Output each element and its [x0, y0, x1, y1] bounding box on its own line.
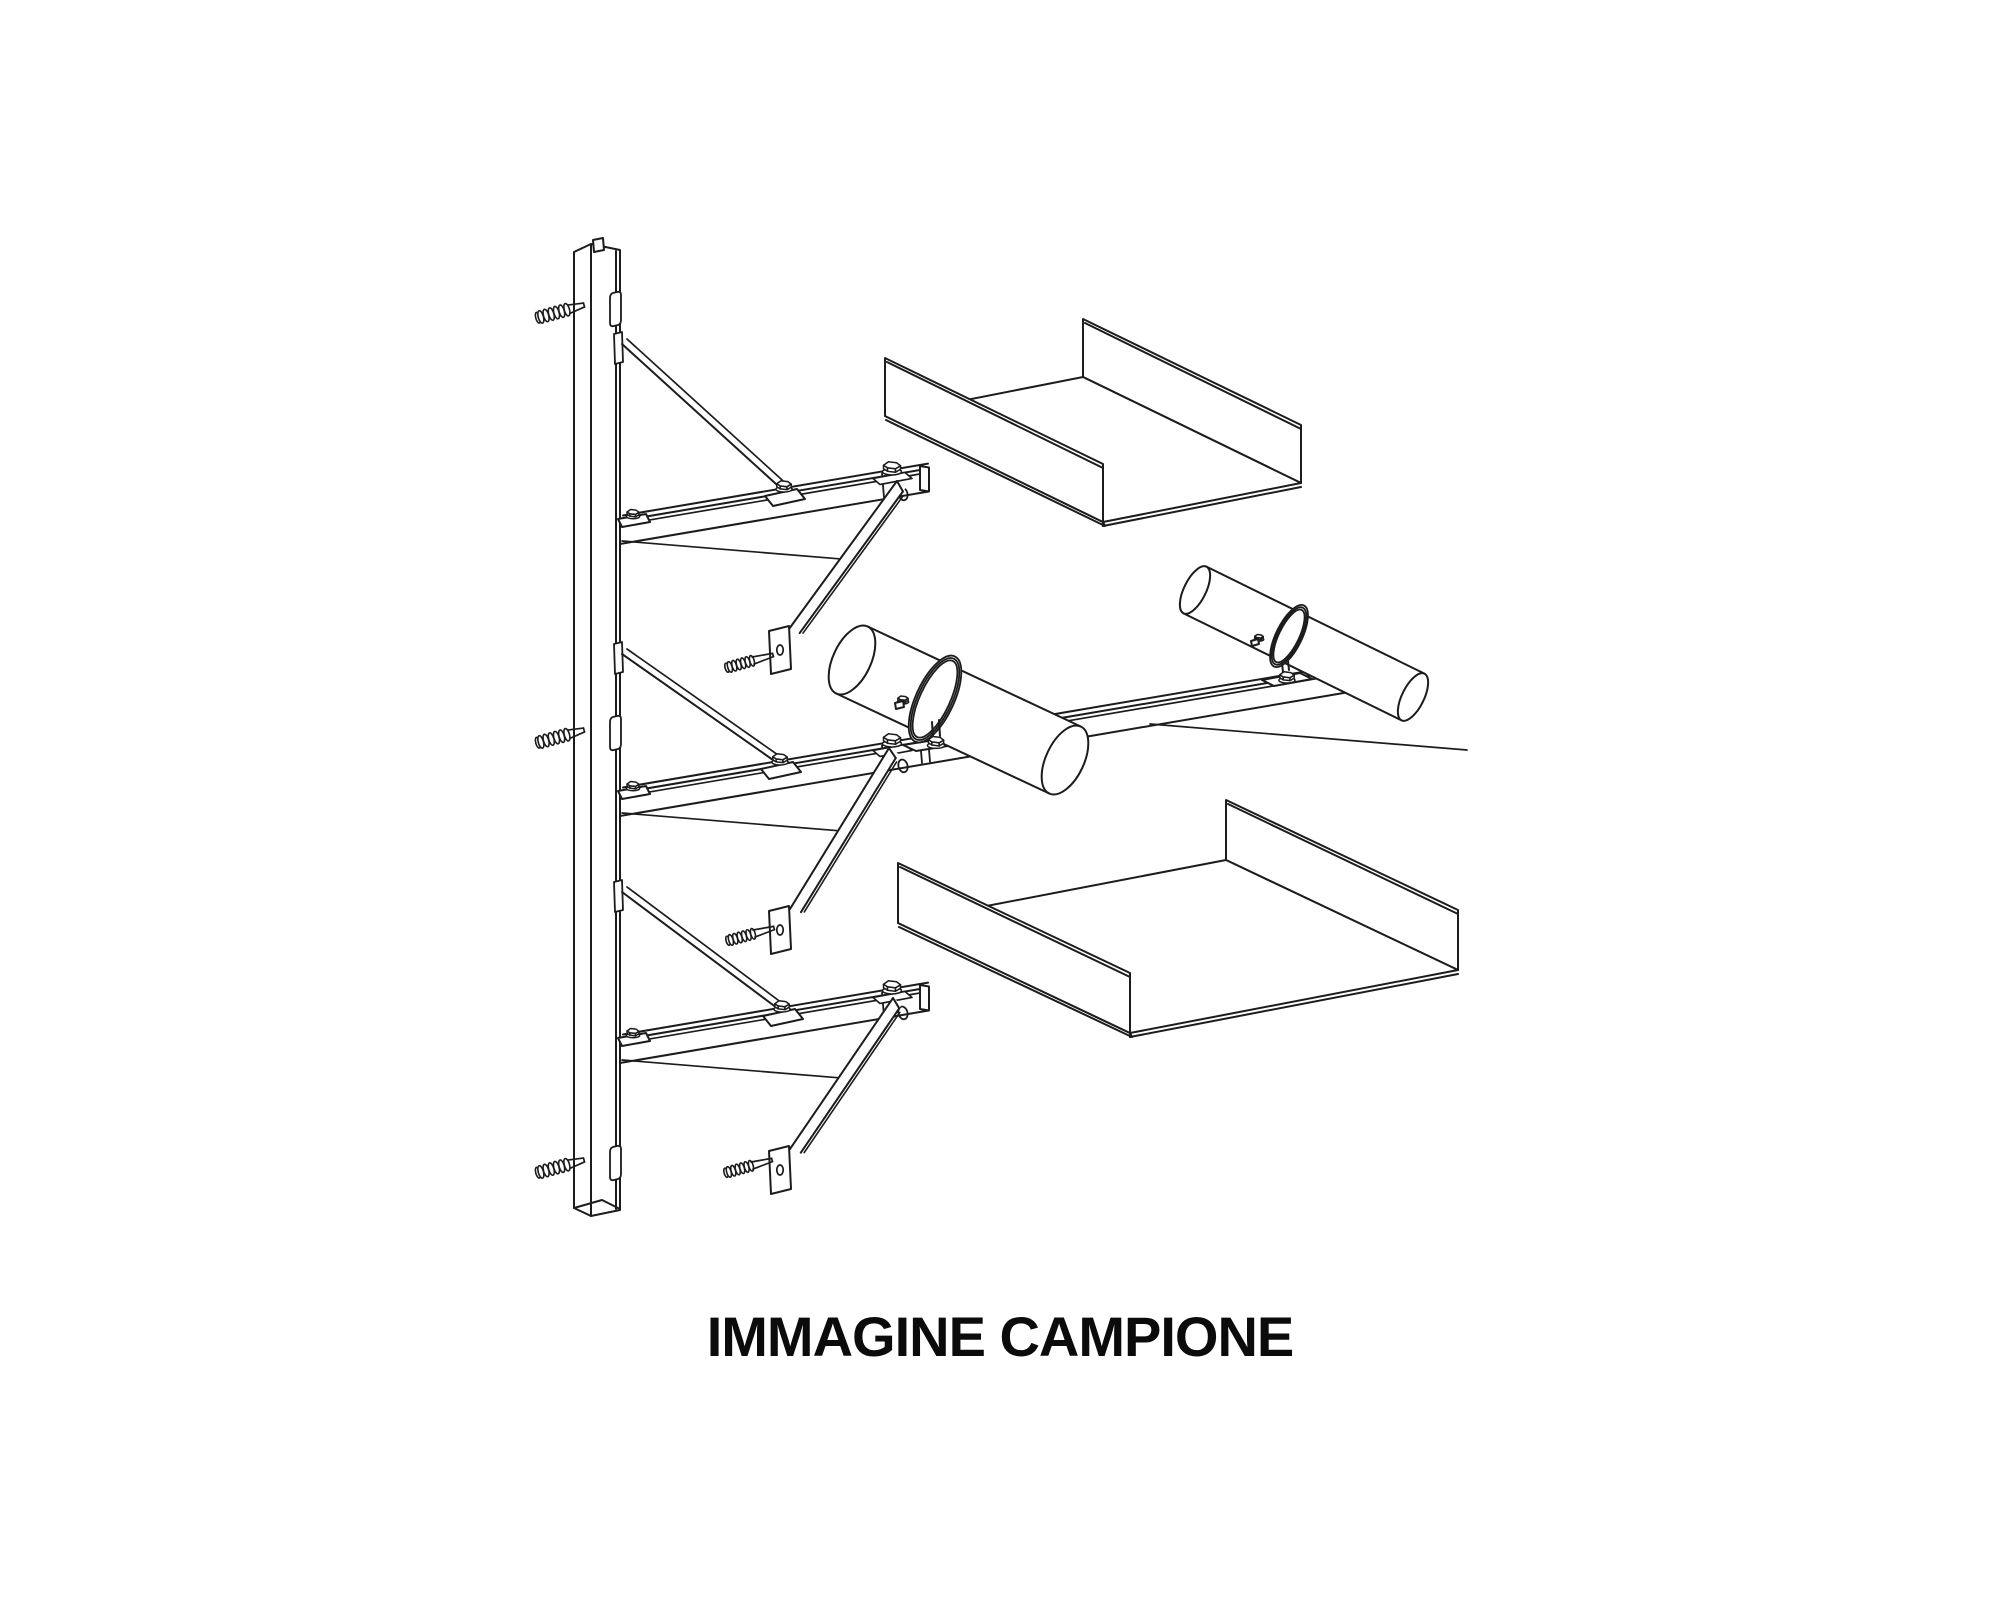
diagonal-stay-1: [621, 338, 806, 507]
wall-post: [573, 237, 624, 1217]
knee-brace-1-exploded: [723, 480, 906, 675]
pipe-clamp-large: [894, 654, 963, 750]
pipe-run-large: [827, 624, 1090, 796]
pipe-run-small: [1178, 565, 1430, 722]
caption-text: IMMAGINE CAMPIONE: [706, 1305, 1295, 1368]
wall-anchor-screws: [534, 302, 586, 1179]
diagonal-stay-2: [621, 648, 802, 780]
knee-brace-2-exploded: [724, 747, 899, 955]
knee-brace-3-exploded: [722, 997, 903, 1195]
diagonal-stay-3: [621, 886, 804, 1027]
cable-tray-upper: [884, 318, 1302, 527]
pipe-clamp-small: [1250, 604, 1309, 684]
cable-tray-lower: [897, 799, 1459, 1038]
